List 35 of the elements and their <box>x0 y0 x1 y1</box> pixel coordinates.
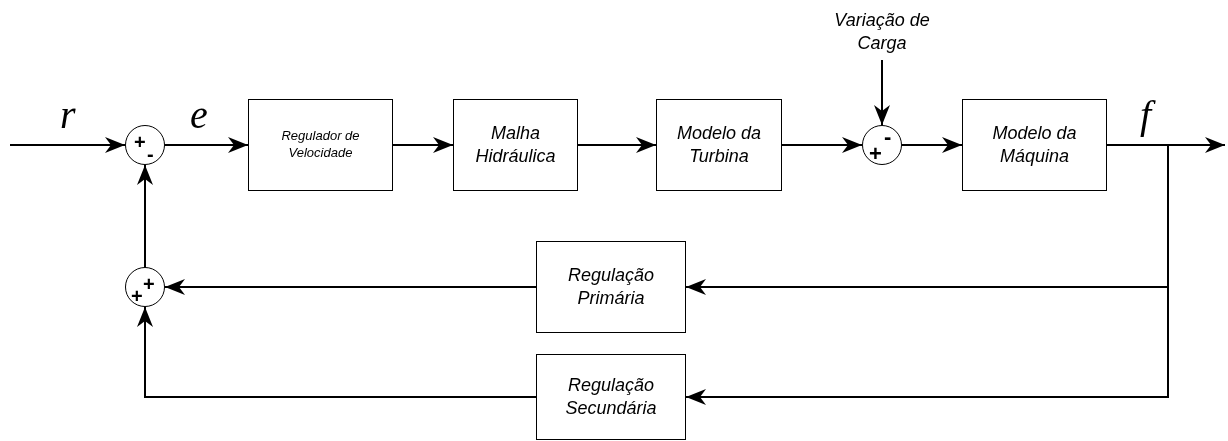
block-box <box>536 241 686 333</box>
block-box <box>656 99 782 191</box>
input-label: Variação de Carga <box>833 8 931 55</box>
arrow <box>577 137 657 153</box>
sign-label: + <box>131 286 143 306</box>
sign-label: + <box>134 132 146 152</box>
block-box <box>536 354 686 440</box>
arrow <box>901 137 963 153</box>
arrow <box>137 164 153 268</box>
sign-label: + <box>869 143 882 165</box>
arrow <box>164 279 537 295</box>
arrow <box>685 144 1169 405</box>
block-label: Regulador de Velocidade <box>280 128 361 162</box>
arrow <box>874 59 890 126</box>
block-label: Modelo da Máquina <box>991 121 1078 168</box>
sign-label: + <box>143 274 155 294</box>
sign-label: - <box>147 144 154 164</box>
arrow <box>137 306 537 398</box>
arrow <box>164 137 249 153</box>
block-label: Regulação Secundária <box>564 373 658 420</box>
summing-junction <box>125 125 165 165</box>
signal-label: e <box>190 95 208 135</box>
block-box <box>962 99 1107 191</box>
arrow <box>392 137 454 153</box>
summing-junction <box>125 267 165 307</box>
block-box <box>248 99 393 191</box>
block-box <box>453 99 578 191</box>
sign-label: - <box>884 126 892 148</box>
block-label: Modelo da Turbina <box>675 121 763 168</box>
block-label: Malha Hidráulica <box>474 121 557 168</box>
block-label: Regulação Primária <box>566 263 656 310</box>
arrow <box>9 137 126 153</box>
signal-label: r <box>60 95 76 135</box>
summing-junction <box>862 125 902 165</box>
arrow <box>781 137 863 153</box>
